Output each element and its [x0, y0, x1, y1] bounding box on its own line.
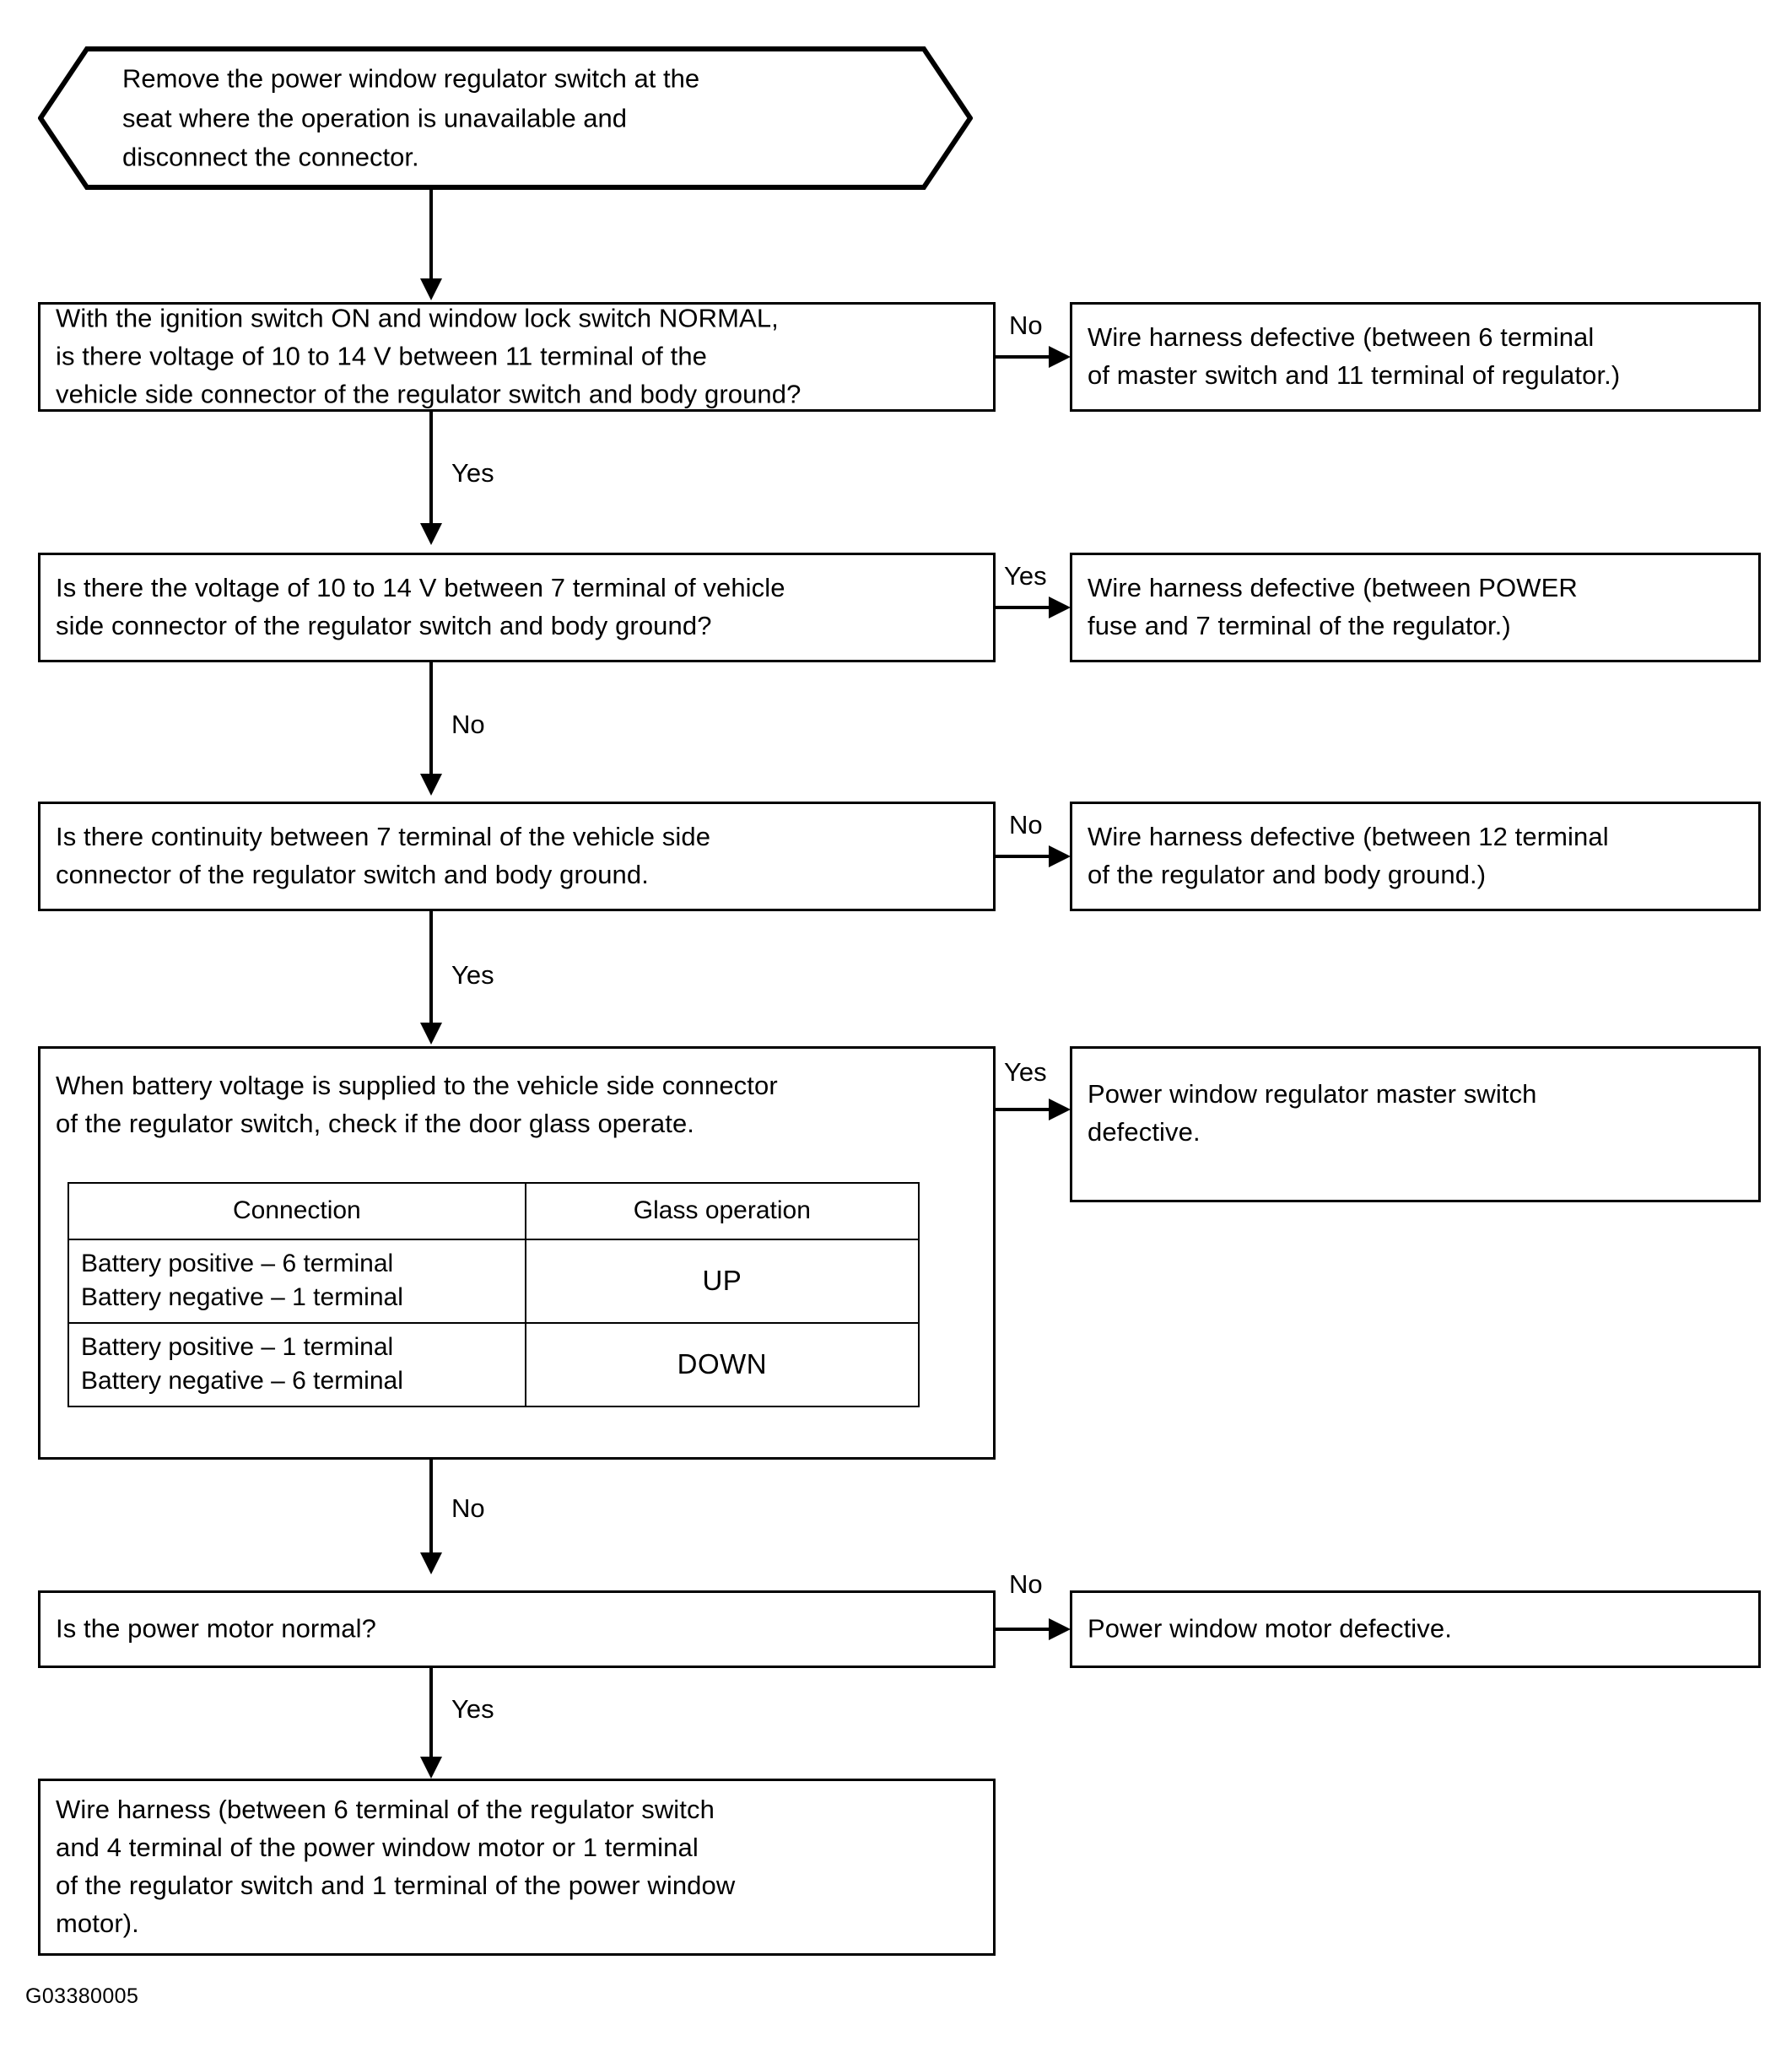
node-q2-text: Is there the voltage of 10 to 14 V betwe… — [56, 573, 785, 640]
arrowhead-q1-to-r1 — [1049, 346, 1071, 368]
connector-q5-to-end — [429, 1668, 433, 1774]
arrowhead-q4-to-q5 — [420, 1552, 442, 1574]
edge-label-q1-no: No — [1009, 310, 1043, 340]
arrowhead-q2-to-r2 — [1049, 597, 1071, 618]
arrowhead-start-to-q1 — [420, 278, 442, 300]
arrowhead-q4-to-r4 — [1049, 1099, 1071, 1120]
table-cell-connection-down: Battery positive – 1 terminal Battery ne… — [67, 1321, 526, 1407]
arrowhead-q5-to-end — [420, 1757, 442, 1779]
node-q2: Is there the voltage of 10 to 14 V betwe… — [38, 553, 996, 662]
connector-start-to-q1 — [429, 190, 433, 295]
connector-q2-to-q3 — [429, 662, 433, 789]
table-header-connection: Connection — [67, 1182, 526, 1240]
table-header-row: Connection Glass operation — [67, 1182, 920, 1240]
node-r5: Power window motor defective. — [1070, 1590, 1761, 1668]
node-q1-text: With the ignition switch ON and window l… — [56, 303, 802, 409]
node-r3-text: Wire harness defective (between 12 termi… — [1088, 822, 1609, 889]
node-q5: Is the power motor normal? — [38, 1590, 996, 1668]
arrowhead-q3-to-r3 — [1049, 845, 1071, 867]
connector-q2-to-r2 — [996, 606, 1055, 609]
connector-q4-to-r4 — [996, 1108, 1055, 1111]
edge-label-q1-yes: Yes — [451, 458, 494, 488]
node-r3: Wire harness defective (between 12 termi… — [1070, 802, 1761, 911]
node-q1: With the ignition switch ON and window l… — [38, 302, 996, 412]
node-r2: Wire harness defective (between POWER fu… — [1070, 553, 1761, 662]
glass-operation-table: Connection Glass operation Battery posit… — [67, 1182, 920, 1407]
edge-label-q2-yes: Yes — [1004, 561, 1047, 591]
table-cell-operation-down: DOWN — [524, 1321, 920, 1407]
node-start: Remove the power window regulator switch… — [38, 46, 973, 190]
node-r1: Wire harness defective (between 6 termin… — [1070, 302, 1761, 412]
edge-label-q2-no: No — [451, 710, 485, 739]
node-q3-text: Is there continuity between 7 terminal o… — [56, 822, 711, 889]
node-r1-text: Wire harness defective (between 6 termin… — [1088, 322, 1621, 390]
arrowhead-q2-to-q3 — [420, 774, 442, 796]
table-cell-connection-up: Battery positive – 6 terminal Battery ne… — [67, 1238, 526, 1324]
arrowhead-q1-to-q2 — [420, 523, 442, 545]
node-q4: When battery voltage is supplied to the … — [38, 1046, 996, 1460]
figure-id-label: G03380005 — [25, 1984, 139, 2008]
edge-label-q3-yes: Yes — [451, 960, 494, 990]
edge-label-q5-no: No — [1009, 1569, 1043, 1599]
node-r5-text: Power window motor defective. — [1088, 1613, 1452, 1644]
edge-label-q3-no: No — [1009, 810, 1043, 840]
connector-q4-to-q5 — [429, 1460, 433, 1569]
table-cell-operation-up: UP — [524, 1238, 920, 1324]
node-start-text: Remove the power window regulator switch… — [122, 63, 700, 172]
edge-label-q4-no: No — [451, 1493, 485, 1523]
edge-label-q4-yes: Yes — [1004, 1057, 1047, 1087]
connector-q3-to-r3 — [996, 855, 1055, 858]
node-r4-text: Power window regulator master switch def… — [1088, 1079, 1537, 1147]
edge-label-q5-yes: Yes — [451, 1694, 494, 1724]
node-q5-text: Is the power motor normal? — [56, 1613, 376, 1644]
arrowhead-q5-to-r5 — [1049, 1618, 1071, 1640]
connector-q5-to-r5 — [996, 1628, 1055, 1631]
node-r4: Power window regulator master switch def… — [1070, 1046, 1761, 1202]
arrowhead-q3-to-q4 — [420, 1023, 442, 1045]
table-row: Battery positive – 6 terminal Battery ne… — [67, 1238, 920, 1324]
table-row: Battery positive – 1 terminal Battery ne… — [67, 1321, 920, 1407]
connector-q1-to-r1 — [996, 355, 1055, 359]
table-header-glass-operation: Glass operation — [524, 1182, 920, 1240]
node-r2-text: Wire harness defective (between POWER fu… — [1088, 573, 1578, 640]
node-q4-text: When battery voltage is supplied to the … — [56, 1071, 778, 1138]
node-end-text: Wire harness (between 6 terminal of the … — [56, 1795, 736, 1938]
connector-q1-to-q2 — [429, 412, 433, 538]
terminator-shape — [38, 46, 973, 190]
node-q3: Is there continuity between 7 terminal o… — [38, 802, 996, 911]
node-end: Wire harness (between 6 terminal of the … — [38, 1779, 996, 1956]
connector-q3-to-q4 — [429, 911, 433, 1039]
